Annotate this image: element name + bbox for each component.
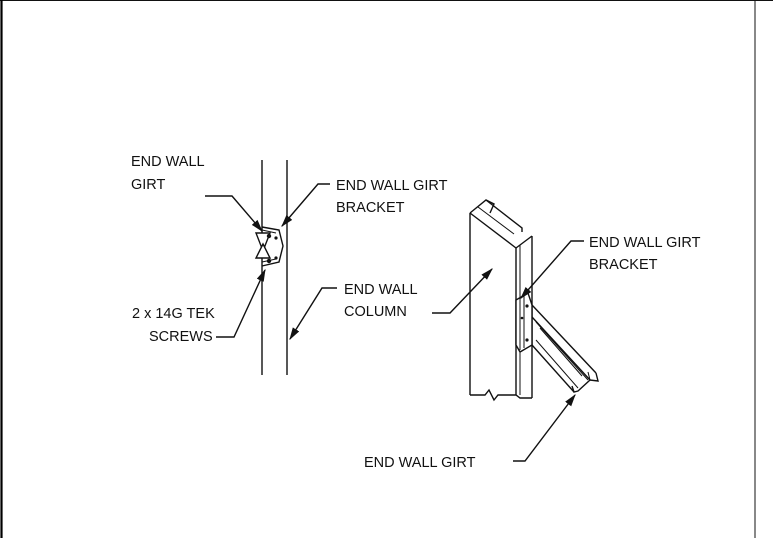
label-right-bracket-line1: END WALL GIRT <box>589 235 701 251</box>
column-elevation <box>261 160 288 375</box>
bracket-elevation <box>254 226 284 267</box>
label-screws-line2: SCREWS <box>149 329 213 345</box>
label-right-bracket-line2: BRACKET <box>589 257 658 273</box>
leader-left-bracket <box>281 183 330 227</box>
label-left-bracket-line1: END WALL GIRT <box>336 178 448 194</box>
label-left-bracket-line2: BRACKET <box>336 200 405 216</box>
girt-isometric <box>531 304 599 393</box>
leader-screws <box>216 268 266 338</box>
leader-left-girt <box>205 195 263 232</box>
leader-column-right <box>432 268 493 314</box>
label-left-girt-line1: END WALL <box>131 154 205 170</box>
leader-column-left <box>289 287 337 341</box>
leader-right-bracket <box>520 240 584 299</box>
leader-right-girt <box>513 393 576 462</box>
label-column-line1: END WALL <box>344 282 418 298</box>
label-column-line2: COLUMN <box>344 304 407 320</box>
tek-screw-heads <box>266 233 278 264</box>
label-right-girt: END WALL GIRT <box>364 455 476 471</box>
label-left-girt-line2: GIRT <box>131 177 166 193</box>
label-screws-line1: 2 x 14G TEK <box>132 306 215 322</box>
bracket-isometric <box>515 291 533 353</box>
